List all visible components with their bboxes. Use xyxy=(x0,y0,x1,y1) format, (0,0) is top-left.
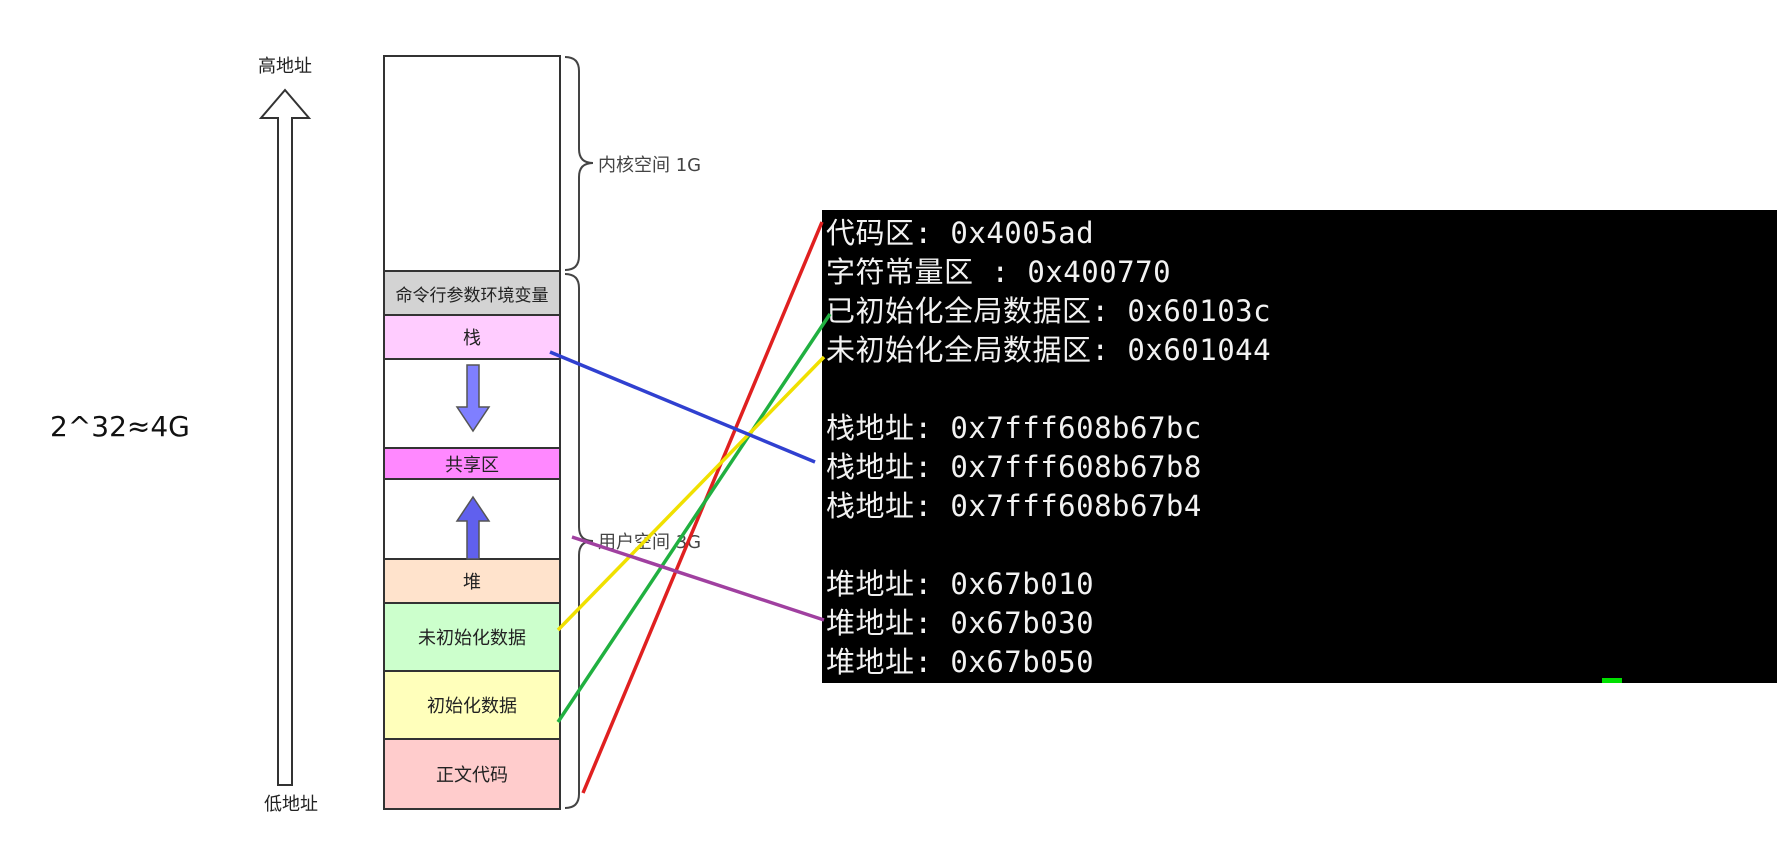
low-address-label: 低地址 xyxy=(264,794,318,815)
term-line-stack-3: 栈地址: 0x7fff608b67b4 xyxy=(826,489,1202,523)
cmdline-env-segment: 命令行参数环境变量 xyxy=(383,270,561,316)
user-space-brace-icon xyxy=(564,273,594,809)
term-line-heap-1: 堆地址: 0x67b010 xyxy=(826,567,1095,601)
high-address-label: 高地址 xyxy=(258,56,312,77)
kernel-space-brace-icon xyxy=(564,56,594,271)
kernel-space-label: 内核空间 1G xyxy=(596,151,704,177)
term-line-heap-3: 堆地址: 0x67b050 xyxy=(826,645,1095,679)
term-line-stack-1: 栈地址: 0x7fff608b67bc xyxy=(826,411,1202,445)
uninit-data-connector xyxy=(556,355,826,632)
stack-growth-arrow-icon xyxy=(455,364,491,433)
term-line-const: 字符常量区 : 0x400770 xyxy=(826,255,1172,289)
stack-connector xyxy=(549,350,816,464)
address-direction-arrow-icon xyxy=(258,88,312,786)
init-data-segment: 初始化数据 xyxy=(383,670,561,740)
terminal-cursor xyxy=(1602,678,1622,683)
code-segment: 正文代码 xyxy=(383,738,561,810)
heap-growth-arrow-icon xyxy=(455,495,491,560)
address-space-size-label: 2^32≈4G xyxy=(50,410,190,443)
term-line-uninit-data: 未初始化全局数据区: 0x601044 xyxy=(826,333,1272,367)
kernel-space-segment xyxy=(383,55,561,272)
term-line-init-data: 已初始化全局数据区: 0x60103c xyxy=(826,294,1272,328)
init-data-connector xyxy=(556,313,832,723)
term-line-stack-2: 栈地址: 0x7fff608b67b8 xyxy=(826,450,1202,484)
heap-connector xyxy=(571,535,825,622)
uninit-data-segment: 未初始化数据 xyxy=(383,602,561,672)
terminal-output: 代码区: 0x4005ad 字符常量区 : 0x400770 已初始化全局数据区… xyxy=(822,210,1777,683)
term-line-heap-2: 堆地址: 0x67b030 xyxy=(826,606,1095,640)
term-line-code: 代码区: 0x4005ad xyxy=(826,216,1095,250)
